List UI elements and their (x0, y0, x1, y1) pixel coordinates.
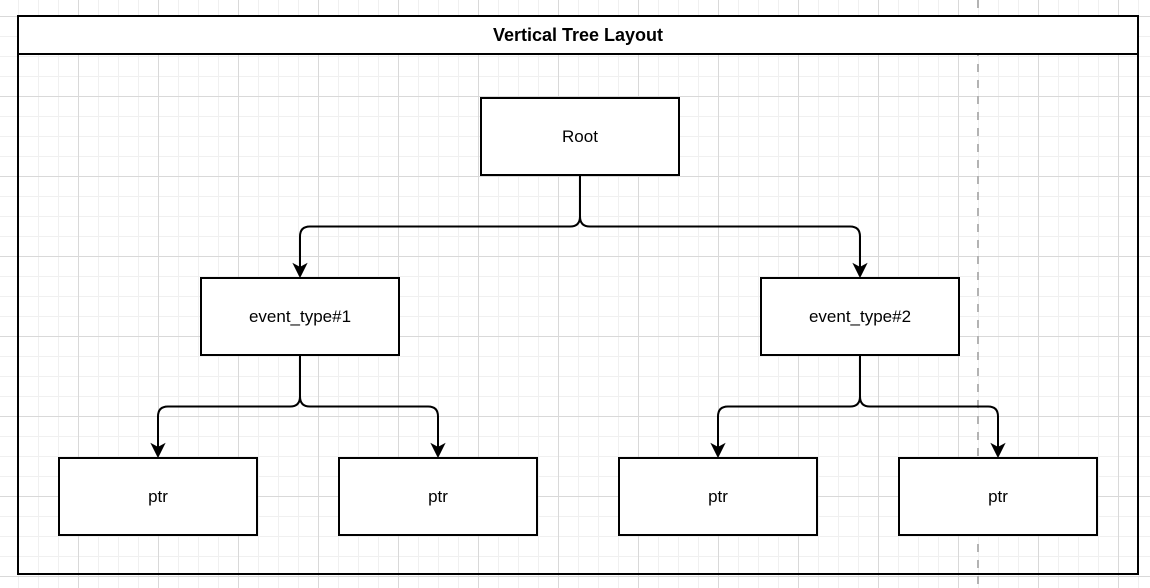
tree-node-root[interactable]: Root (480, 97, 680, 176)
node-label: Root (562, 126, 598, 146)
diagram-title: Vertical Tree Layout (492, 24, 664, 45)
node-label: ptr (708, 486, 728, 506)
node-label: event_type#2 (808, 306, 912, 326)
tree-node-event1[interactable]: event_type#1 (200, 277, 400, 356)
node-label: ptr (988, 486, 1008, 506)
node-label: event_type#1 (248, 306, 352, 326)
tree-node-ptr2[interactable]: ptr (338, 457, 538, 536)
tree-node-ptr1[interactable]: ptr (58, 457, 258, 536)
tree-node-event2[interactable]: event_type#2 (760, 277, 960, 356)
tree-node-ptr3[interactable]: ptr (618, 457, 818, 536)
tree-node-ptr4[interactable]: ptr (898, 457, 1098, 536)
container-title-bar[interactable]: Vertical Tree Layout (19, 17, 1137, 55)
node-label: ptr (428, 486, 448, 506)
tree-container-frame[interactable]: Vertical Tree Layout (17, 15, 1139, 575)
node-label: ptr (148, 486, 168, 506)
